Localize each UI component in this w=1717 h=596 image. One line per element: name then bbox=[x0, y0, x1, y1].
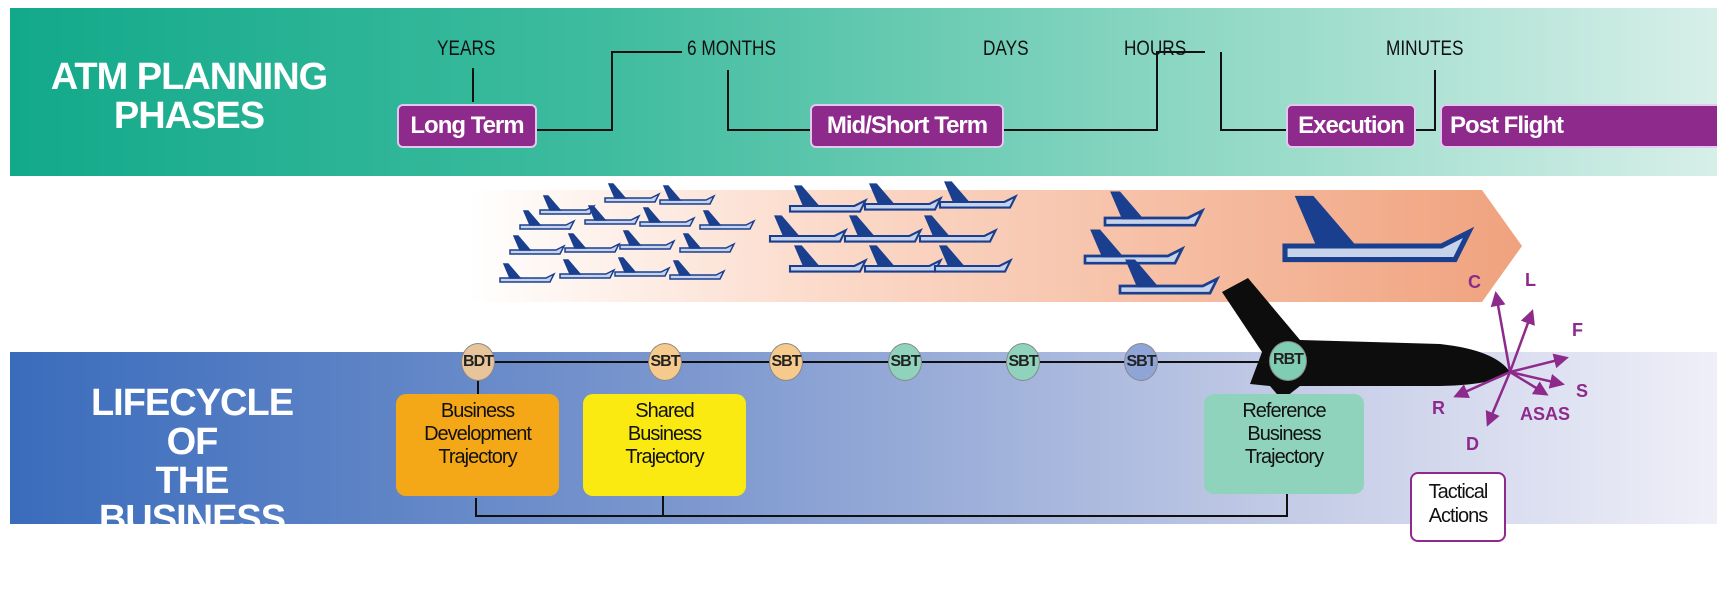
direction-label-r: R bbox=[1432, 398, 1445, 418]
phase-execution: Execution bbox=[1286, 104, 1416, 148]
direction-label-f: F bbox=[1572, 320, 1583, 340]
reference-business-trajectory-box: Reference Business Trajectory bbox=[1204, 394, 1364, 494]
node-bdt: BDT bbox=[461, 343, 495, 381]
atm-planning-title: ATM PLANNING PHASES bbox=[44, 58, 334, 136]
rbt-box-line2: Business bbox=[1247, 423, 1321, 445]
rbt-box-line1: Reference bbox=[1242, 400, 1326, 422]
node-sbt-5: SBT bbox=[1124, 343, 1158, 381]
lifecycle-title-line2: THE BUSINESS bbox=[98, 459, 286, 541]
node-sbt-1: SBT bbox=[648, 343, 682, 381]
rbt-box-line3: Trajectory bbox=[1244, 446, 1324, 468]
planning-timeline-connectors bbox=[472, 51, 1436, 131]
phase-mid-short-term: Mid/Short Term bbox=[810, 104, 1004, 148]
bdt-box-line3: Trajectory bbox=[438, 446, 517, 468]
bdt-box-line1: Business bbox=[440, 400, 515, 422]
atm-title-line2: PHASES bbox=[113, 94, 265, 137]
time-label-minutes: MINUTES bbox=[1386, 37, 1464, 60]
business-development-trajectory-box: Business Development Trajectory bbox=[396, 394, 559, 496]
node-sbt-2: SBT bbox=[769, 343, 803, 381]
node-rbt: RBT bbox=[1269, 341, 1307, 381]
sbt-box-line2: Business bbox=[627, 423, 702, 445]
direction-label-s: S bbox=[1576, 381, 1589, 401]
time-label-hours: HOURS bbox=[1124, 37, 1187, 60]
aircraft-fleet-icons bbox=[499, 181, 1475, 295]
node-sbt-4: SBT bbox=[1006, 343, 1040, 381]
atm-title-line1: ATM PLANNING bbox=[50, 56, 329, 98]
direction-label-c: C bbox=[1468, 272, 1481, 292]
direction-label-d: D bbox=[1466, 434, 1479, 454]
lifecycle-title: LIFECYCLE OF THE BUSINESS TRAJECTORY bbox=[62, 384, 322, 578]
lifecycle-title-line3: TRAJECTORY bbox=[69, 537, 315, 579]
trajectory-arrow-band bbox=[468, 190, 1522, 302]
time-label-years: YEARS bbox=[437, 37, 496, 60]
time-label-6-months: 6 MONTHS bbox=[687, 37, 776, 60]
node-sbt-3: SBT bbox=[888, 343, 922, 381]
time-label-days: DAYS bbox=[983, 37, 1029, 60]
tactical-line1: Tactical bbox=[1428, 481, 1489, 503]
tactical-line2: Actions bbox=[1428, 505, 1489, 527]
phase-long-term: Long Term bbox=[397, 104, 537, 148]
phase-post-flight: Post Flight bbox=[1440, 104, 1717, 148]
sbt-box-line1: Shared bbox=[635, 400, 695, 422]
direction-label-l: L bbox=[1525, 270, 1536, 290]
shared-business-trajectory-box: Shared Business Trajectory bbox=[583, 394, 746, 496]
atm-planning-band bbox=[10, 8, 1717, 176]
tactical-action-arrows bbox=[1453, 291, 1569, 427]
direction-label-asas: ASAS bbox=[1520, 404, 1571, 424]
sbt-box-line3: Trajectory bbox=[625, 446, 704, 468]
lifecycle-title-line1: LIFECYCLE OF bbox=[90, 382, 294, 463]
tactical-actions-box: Tactical Actions bbox=[1410, 472, 1506, 542]
bdt-box-line2: Development bbox=[424, 423, 532, 445]
